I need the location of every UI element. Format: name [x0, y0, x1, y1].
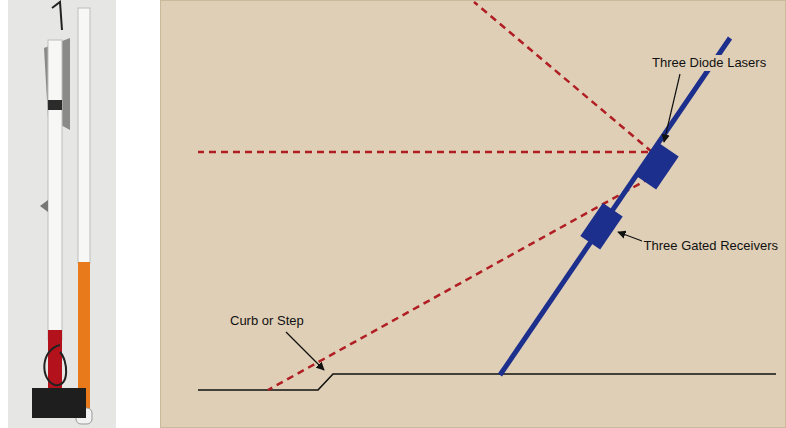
- panel-ground: [160, 0, 786, 428]
- ground-line: [198, 374, 776, 390]
- part-label: Curb or Step: [228, 313, 306, 329]
- laser-beam: [198, 2, 652, 390]
- part-label: Three Gated Receivers: [642, 238, 780, 254]
- sensor-box: [580, 143, 678, 250]
- part-label: Three Diode Lasers: [650, 55, 768, 71]
- cane-photo: [8, 0, 116, 428]
- cane-shaft: [500, 38, 730, 375]
- leader-arrow: [286, 74, 680, 370]
